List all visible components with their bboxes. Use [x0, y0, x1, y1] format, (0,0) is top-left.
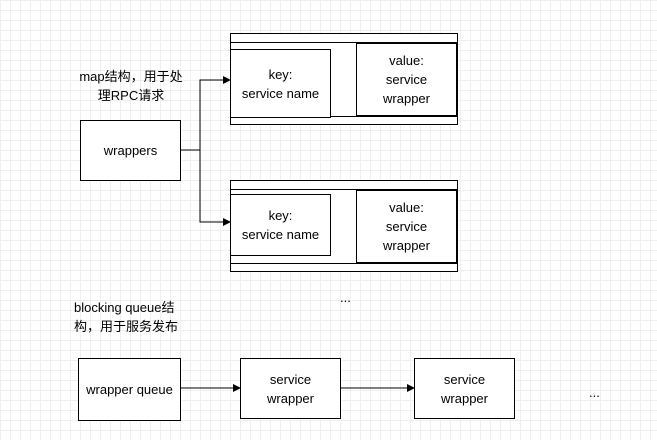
map-entry-2-key-label: key: service name	[241, 208, 320, 242]
wrappers-node[interactable]: wrappers	[80, 120, 181, 181]
map-entry-1-bottom-line	[231, 116, 457, 117]
wrapper-queue-node[interactable]: wrapper queue	[78, 358, 181, 421]
map-entry-1-value-label: value: service wrapper	[383, 53, 430, 106]
map-entry-2-key[interactable]: key: service name	[230, 194, 331, 256]
queue-ellipsis: ...	[589, 385, 600, 400]
map-entry-2-value-label: value: service wrapper	[383, 200, 430, 253]
wrappers-label: wrappers	[103, 143, 158, 158]
map-entry-2-bottom-line	[231, 263, 457, 264]
queue-item-1[interactable]: service wrapper	[240, 358, 341, 419]
map-branch-connector	[180, 76, 231, 226]
queue-item-2-label: service wrapper	[441, 371, 488, 406]
map-entry-2-top-line	[231, 189, 457, 190]
queue-item-2[interactable]: service wrapper	[414, 358, 515, 419]
queue-item-1-label: service wrapper	[267, 371, 314, 406]
map-entry-1-top-line	[231, 42, 457, 43]
map-ellipsis: ...	[340, 290, 351, 305]
map-caption: map结构，用于处 理RPC请求	[79, 69, 183, 103]
queue-caption: blocking queue结 构，用于服务发布	[74, 300, 179, 334]
wrapper-queue-label: wrapper queue	[86, 382, 173, 397]
map-entry-1-key[interactable]: key: service name	[230, 49, 331, 118]
map-entry-2-value[interactable]: value: service wrapper	[356, 190, 457, 263]
map-entry-1-value[interactable]: value: service wrapper	[356, 43, 457, 116]
map-entry-1-key-label: key: service name	[241, 66, 320, 101]
